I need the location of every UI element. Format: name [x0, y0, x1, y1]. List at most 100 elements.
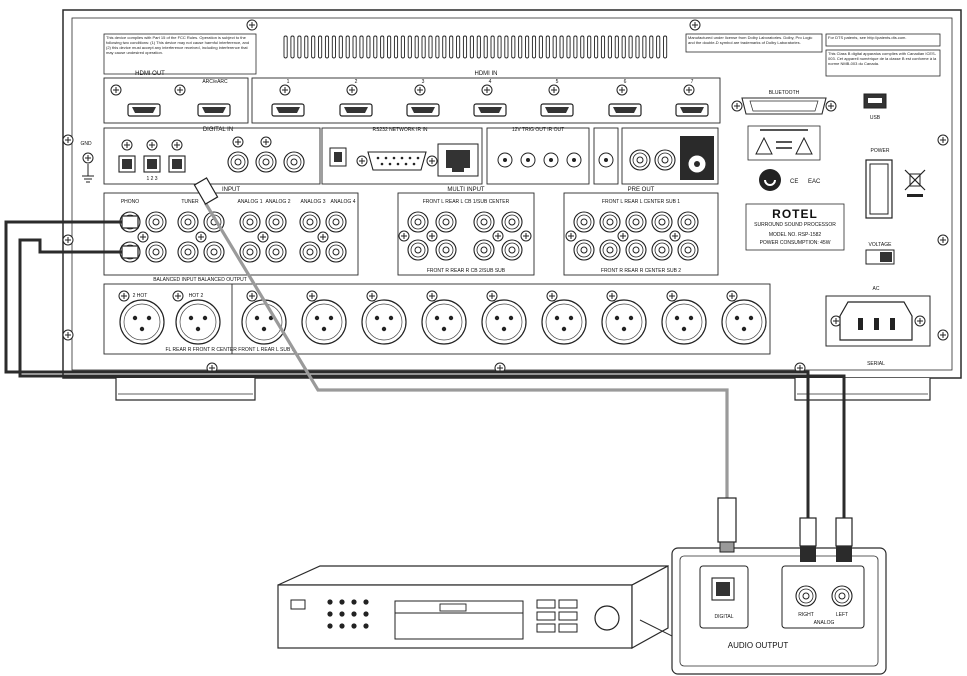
optical-port-icon[interactable] — [168, 155, 186, 173]
hdmi-port-icon[interactable] — [608, 103, 642, 117]
rca-jack-icon[interactable] — [501, 239, 523, 261]
rca-jack-icon[interactable] — [473, 239, 495, 261]
xlr-jack-icon[interactable] — [119, 299, 165, 345]
hdmi-port-icon[interactable] — [540, 103, 574, 117]
keypad-button[interactable] — [327, 623, 333, 629]
rca-jack-icon[interactable] — [239, 211, 261, 233]
xlr-jack-icon[interactable] — [721, 299, 767, 345]
vent-slot — [621, 35, 626, 59]
keypad-button[interactable] — [339, 599, 345, 605]
screw-icon — [366, 290, 378, 302]
screw-icon — [689, 19, 701, 31]
rca-jack-icon[interactable] — [629, 149, 651, 171]
rca-jack-icon[interactable] — [677, 211, 699, 233]
optical-port-icon[interactable] — [143, 155, 161, 173]
volume-knob[interactable] — [594, 605, 620, 631]
hdmi-in-number: 4 — [489, 79, 492, 85]
disc-tray[interactable] — [439, 603, 467, 612]
hdmi-port-icon[interactable] — [271, 103, 305, 117]
rca-jack-icon[interactable] — [625, 239, 647, 261]
rca-left-label: LEFT — [836, 612, 848, 618]
keypad-button[interactable] — [327, 611, 333, 617]
gnd-label: GND — [80, 141, 92, 147]
screw-icon — [356, 155, 368, 167]
rca-jack-icon[interactable] — [227, 151, 249, 173]
rca-jack-icon[interactable] — [299, 211, 321, 233]
xlr-jack-icon[interactable] — [361, 299, 407, 345]
keypad-button[interactable] — [327, 599, 333, 605]
rca-jack-icon[interactable] — [177, 241, 199, 263]
power-button[interactable] — [290, 599, 306, 610]
vent-slot — [587, 35, 592, 59]
rca-jack-icon[interactable] — [177, 211, 199, 233]
keypad-button[interactable] — [351, 599, 357, 605]
rca-jack-icon[interactable] — [325, 211, 347, 233]
transport-button[interactable] — [558, 611, 578, 621]
rca-jack-icon[interactable] — [299, 241, 321, 263]
rca-jack-icon[interactable] — [407, 211, 429, 233]
rca-jack-icon[interactable] — [145, 241, 167, 263]
keypad-button[interactable] — [351, 623, 357, 629]
rca-jack-icon[interactable] — [573, 211, 595, 233]
keypad-button[interactable] — [339, 611, 345, 617]
rca-jack-icon[interactable] — [651, 211, 673, 233]
rca-jack-icon[interactable] — [599, 239, 621, 261]
transport-button[interactable] — [558, 599, 578, 609]
power-switch[interactable] — [869, 163, 889, 215]
xlr-jack-icon[interactable] — [481, 299, 527, 345]
rca-jack-icon[interactable] — [599, 211, 621, 233]
rca-jack-icon[interactable] — [325, 241, 347, 263]
hdmi-port-icon[interactable] — [127, 103, 161, 117]
xlr-jack-icon[interactable] — [421, 299, 467, 345]
hdmi-port-icon[interactable] — [675, 103, 709, 117]
rca-jack-icon[interactable] — [239, 241, 261, 263]
vent-slot — [531, 35, 537, 59]
rca-jack-icon[interactable] — [203, 241, 225, 263]
vent-slot — [449, 35, 454, 59]
transport-button[interactable] — [558, 623, 578, 633]
xlr-jack-icon[interactable] — [175, 299, 221, 345]
hdmi-port-icon[interactable] — [339, 103, 373, 117]
hdmi-port-icon[interactable] — [473, 103, 507, 117]
rca-jack-icon[interactable] — [795, 585, 817, 607]
xlr-jack-icon[interactable] — [661, 299, 707, 345]
transport-button[interactable] — [536, 599, 556, 609]
keypad-button[interactable] — [363, 623, 369, 629]
vent-slot — [435, 35, 440, 59]
rca-jack-icon[interactable] — [625, 211, 647, 233]
rca-jack-icon[interactable] — [677, 239, 699, 261]
transport-button[interactable] — [536, 611, 556, 621]
vent-slot — [628, 35, 633, 59]
xlr-jack-icon[interactable] — [241, 299, 287, 345]
xlr-jack-icon[interactable] — [601, 299, 647, 345]
xlr-jack-icon[interactable] — [541, 299, 587, 345]
keypad-button[interactable] — [363, 611, 369, 617]
rca-jack-icon[interactable] — [573, 239, 595, 261]
vent-slot — [580, 35, 585, 59]
hdmi-port-icon[interactable] — [406, 103, 440, 117]
rca-jack-icon[interactable] — [145, 211, 167, 233]
rca-jack-icon[interactable] — [255, 151, 277, 173]
db9-port-icon[interactable] — [367, 151, 427, 171]
keypad-button[interactable] — [339, 623, 345, 629]
optical-port-icon[interactable] — [118, 155, 136, 173]
keypad — [327, 599, 369, 629]
rca-jack-icon[interactable] — [651, 239, 673, 261]
rca-jack-icon[interactable] — [831, 585, 853, 607]
transport-button[interactable] — [536, 623, 556, 633]
xlr-jack-icon[interactable] — [301, 299, 347, 345]
keypad-button[interactable] — [363, 599, 369, 605]
analog-cables — [4, 215, 853, 562]
keypad-button[interactable] — [351, 611, 357, 617]
rca-jack-icon[interactable] — [501, 211, 523, 233]
rca-jack-icon[interactable] — [265, 241, 287, 263]
rca-jack-icon[interactable] — [407, 239, 429, 261]
rca-jack-icon[interactable] — [435, 239, 457, 261]
hdmi-port-icon[interactable] — [197, 103, 231, 117]
rca-jack-icon[interactable] — [265, 211, 287, 233]
audio-output-label: AUDIO OUTPUT — [728, 641, 789, 650]
rca-jack-icon[interactable] — [473, 211, 495, 233]
rca-jack-icon[interactable] — [654, 149, 676, 171]
rca-jack-icon[interactable] — [435, 211, 457, 233]
rca-jack-icon[interactable] — [283, 151, 305, 173]
